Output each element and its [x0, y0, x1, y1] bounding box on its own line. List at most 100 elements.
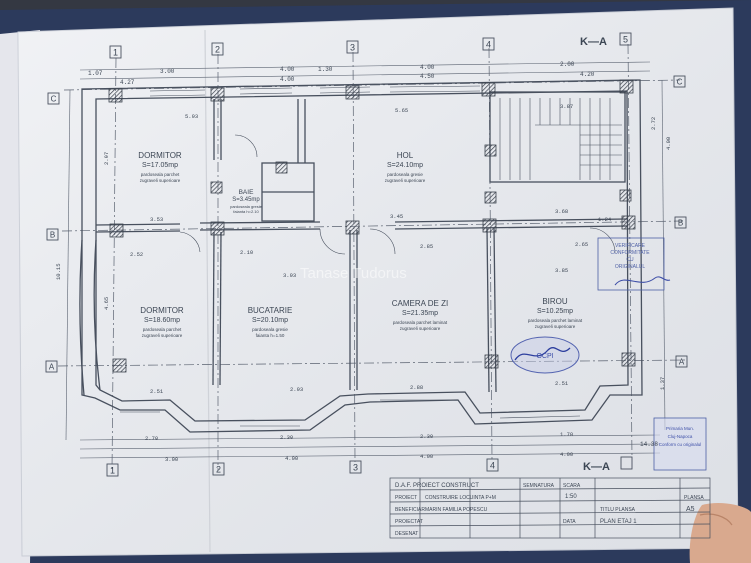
svg-text:4.00: 4.00: [285, 455, 298, 462]
svg-text:4.20: 4.20: [580, 71, 595, 78]
svg-text:2.30: 2.30: [280, 434, 293, 441]
svg-text:CONFORMITATE: CONFORMITATE: [610, 250, 650, 256]
dim-side: 10.15 4.65 2.97 4.00 2.72 1.37: [55, 117, 672, 390]
svg-text:2.51: 2.51: [555, 380, 569, 387]
hand: [689, 502, 751, 563]
svg-text:pardoseala parchet: pardoseala parchet: [143, 327, 182, 332]
axis-label-left: B: [50, 231, 55, 240]
svg-text:2.70: 2.70: [145, 435, 158, 442]
svg-text:SEMNATURA: SEMNATURA: [523, 483, 555, 489]
svg-text:DESENAT: DESENAT: [395, 531, 418, 537]
svg-text:10.15: 10.15: [55, 263, 62, 280]
room-dormitor-2: DORMITOR S=18.60mp pardoseala parchet zu…: [140, 306, 184, 338]
svg-text:2.93: 2.93: [290, 386, 303, 393]
svg-text:BIROU: BIROU: [542, 297, 568, 306]
svg-text:4.27: 4.27: [120, 79, 135, 86]
svg-text:1:50: 1:50: [565, 494, 577, 500]
svg-text:CU: CU: [626, 257, 634, 263]
axis-label-bottom: 1: [110, 466, 115, 476]
svg-text:BENEFICIAR: BENEFICIAR: [395, 507, 425, 513]
room-birou: BIROU S=10.25mp pardoseala parchet lamin…: [528, 297, 583, 329]
svg-text:PROIECTAT: PROIECTAT: [395, 519, 423, 525]
svg-text:1.07: 1.07: [88, 70, 103, 77]
svg-text:3.45: 3.45: [390, 213, 403, 220]
svg-text:4.00: 4.00: [420, 64, 435, 71]
svg-text:zugraveli superioare: zugraveli superioare: [385, 178, 426, 183]
svg-text:2.97: 2.97: [103, 152, 110, 165]
svg-text:S=17.05mp: S=17.05mp: [142, 162, 178, 169]
windows: [120, 85, 581, 427]
svg-text:4.65: 4.65: [103, 297, 110, 310]
svg-text:zugraveli superioare: zugraveli superioare: [140, 178, 181, 183]
svg-text:3.93: 3.93: [283, 272, 296, 279]
room-baie: BAIE S=3.45mp pardoseala gresie faianta …: [230, 189, 263, 214]
svg-text:SCARA: SCARA: [563, 483, 581, 489]
stamp-round: OCPI: [510, 336, 580, 374]
svg-text:5.65: 5.65: [395, 107, 408, 114]
svg-text:BUCATARIE: BUCATARIE: [248, 306, 293, 315]
dim-top: 1.07 3.00 4.00 1.30 4.00 2.00 4.27 4.00 …: [88, 61, 595, 86]
svg-text:2.52: 2.52: [130, 251, 143, 258]
paper-fold: [204, 29, 211, 553]
svg-text:PROIECT: PROIECT: [395, 495, 417, 501]
svg-text:4.00: 4.00: [560, 451, 573, 458]
svg-text:5.93: 5.93: [185, 113, 198, 120]
svg-text:3.87: 3.87: [560, 103, 573, 110]
svg-text:1.70: 1.70: [560, 431, 573, 438]
svg-text:VERIFICARE: VERIFICARE: [615, 243, 646, 249]
svg-text:OCPI: OCPI: [536, 353, 553, 360]
svg-text:faianta h=1.50: faianta h=1.50: [256, 333, 285, 338]
title-block: D.A.F. PROIECT CONSTRUCT PROIECT CONSTRU…: [389, 477, 711, 539]
svg-text:pardoseala gresie: pardoseala gresie: [387, 172, 423, 177]
svg-text:2.51: 2.51: [150, 388, 164, 395]
svg-text:S=20.10mp: S=20.10mp: [252, 317, 288, 324]
svg-text:S=21.35mp: S=21.35mp: [402, 310, 438, 317]
svg-text:4.00: 4.00: [665, 137, 672, 150]
svg-text:S=24.10mp: S=24.10mp: [387, 162, 423, 169]
svg-text:4.50: 4.50: [420, 73, 435, 80]
svg-text:TITLU PLANSA: TITLU PLANSA: [600, 507, 636, 513]
columns: [108, 79, 636, 373]
axis-label-top: 4: [486, 40, 491, 50]
room-bucatarie: BUCATARIE S=20.10mp pardoseala gresie fa…: [248, 306, 293, 338]
svg-text:Primaria Mun.: Primaria Mun.: [666, 426, 694, 431]
svg-text:DORMITOR: DORMITOR: [138, 151, 182, 160]
room-camera-de-zi: CAMERA DE ZI S=21.35mp pardoseala parche…: [392, 299, 448, 331]
axis-label-top: 5: [623, 35, 628, 45]
axis-label-left: C: [51, 95, 57, 104]
dim-interior: 5.93 5.65 3.87 3.53 3.45 3.68 1.24 2.52 …: [130, 103, 612, 395]
sheet-title: PLAN ETAJ 1: [600, 519, 637, 525]
stairs: [499, 98, 622, 180]
svg-text:pardoseala gresie: pardoseala gresie: [230, 204, 263, 209]
svg-text:2.65: 2.65: [575, 241, 588, 248]
axis-label-bottom: 3: [353, 463, 358, 473]
dimension-lines: [65, 61, 666, 459]
svg-text:2.30: 2.30: [420, 433, 433, 440]
svg-text:1.37: 1.37: [659, 377, 666, 390]
doors: [179, 134, 616, 255]
svg-text:CONSTRUIRE LOCUINTA P+M: CONSTRUIRE LOCUINTA P+M: [425, 495, 496, 501]
axis-label-top: 2: [215, 45, 220, 55]
svg-text:Conform cu originalul: Conform cu originalul: [659, 442, 702, 447]
svg-text:3.68: 3.68: [555, 208, 568, 215]
svg-text:2.72: 2.72: [650, 117, 657, 130]
svg-text:2.00: 2.00: [560, 61, 575, 68]
svg-text:zugraveli superioare: zugraveli superioare: [535, 324, 576, 329]
axis-label-top: 1: [113, 48, 118, 58]
svg-text:pardoseala gresie: pardoseala gresie: [252, 327, 288, 332]
grid-axes: [57, 43, 687, 471]
axis-label-left: A: [49, 363, 55, 372]
svg-text:DATA: DATA: [563, 519, 576, 525]
svg-text:3.00: 3.00: [165, 456, 178, 463]
svg-text:pardoseala parchet laminat: pardoseala parchet laminat: [393, 320, 448, 325]
svg-text:faianta h=2.10: faianta h=2.10: [233, 209, 259, 214]
axis-label-bottom: 4: [490, 461, 495, 471]
svg-text:zugraveli superioare: zugraveli superioare: [400, 326, 441, 331]
svg-text:HOL: HOL: [397, 151, 414, 160]
section-marker-top: K—A: [580, 36, 607, 48]
room-dormitor-1: DORMITOR S=17.05mp pardoseala parchet zu…: [138, 151, 182, 183]
section-marker-bottom: K—A: [583, 461, 610, 473]
title-firm: D.A.F. PROIECT CONSTRUCT: [395, 483, 479, 489]
axis-label-bottom: 2: [216, 465, 221, 475]
stamp-lower: Primaria Mun. Cluj-Napoca Conform cu ori…: [653, 417, 707, 471]
